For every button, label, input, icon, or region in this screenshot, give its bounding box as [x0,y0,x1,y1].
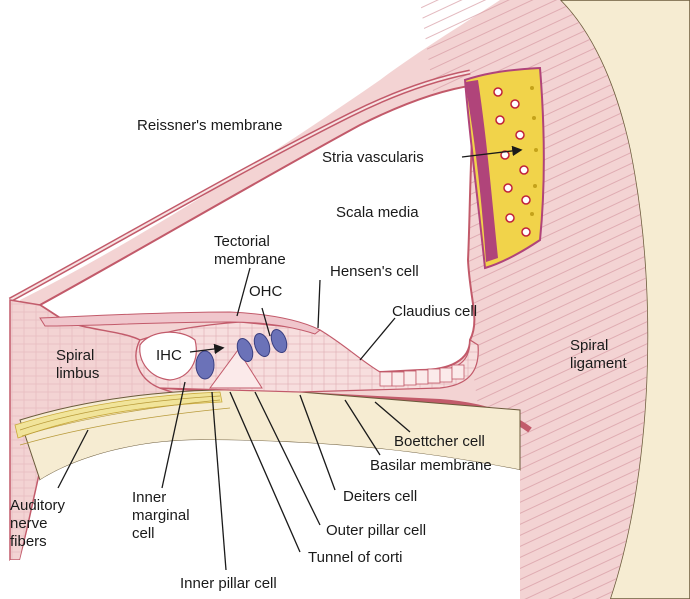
label-inner-marginal-cell-line1: Inner [132,489,166,506]
label-spiral-ligament-line2: ligament [570,355,628,372]
label-boettcher-cell: Boettcher cell [394,433,485,450]
label-spiral-limbus-line1: Spiral [56,347,94,364]
label-stria-vascularis: Stria vascularis [322,149,424,166]
label-ihc: IHC [156,347,182,364]
label-reissner-membrane: Reissner's membrane [137,117,282,134]
label-deiters-cell: Deiters cell [343,488,417,505]
label-basilar-membrane: Basilar membrane [370,457,492,474]
label-inner-pillar-cell: Inner pillar cell [180,575,277,592]
label-tunnel-of-corti: Tunnel of corti [308,549,403,566]
label-outer-pillar-cell: Outer pillar cell [326,522,426,539]
label-tectorial-membrane-line1: Tectorial [214,233,270,250]
label-spiral-limbus-line2: limbus [56,365,99,382]
label-scala-media: Scala media [336,204,419,221]
label-auditory-nerve-line1: Auditory [10,497,66,514]
label-inner-marginal-cell-line2: marginal [132,507,190,524]
label-tectorial-membrane-line2: membrane [214,251,286,268]
label-auditory-nerve-line3: fibers [10,533,47,550]
label-spiral-ligament-line1: Spiral [570,337,608,354]
label-auditory-nerve-line2: nerve [10,515,48,532]
label-hensens-cell: Hensen's cell [330,263,419,280]
label-inner-marginal-cell-line3: cell [132,525,155,542]
label-ohc: OHC [249,283,283,300]
label-claudius-cell: Claudius cell [392,303,477,320]
ihc-hair-cell [196,351,214,379]
